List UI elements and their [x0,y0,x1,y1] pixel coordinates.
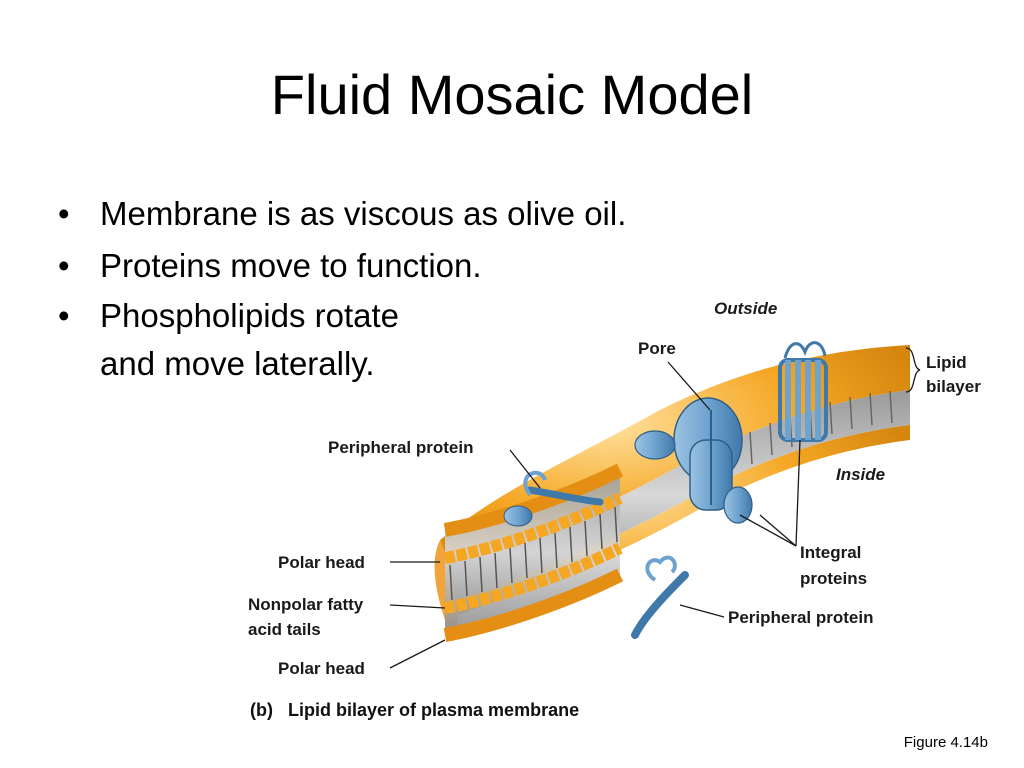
bullet-item: • Phospholipids rotate and move laterally. [58,292,626,388]
bullet-item: • Membrane is as viscous as olive oil. [58,188,626,240]
bullet-icon: • [58,247,70,284]
leader-lines [389,347,921,669]
inside-label: Inside [836,465,885,484]
slide-title: Fluid Mosaic Model [270,63,754,126]
outside-label: Outside [714,299,777,318]
figure-caption-letter: (b) [250,700,273,720]
peripheral-protein-bottom [631,555,689,639]
peripheral-protein-label-top: Peripheral protein [328,438,473,457]
peripheral-protein-label-bottom: Peripheral protein [728,608,873,627]
lipid-bilayer-label: Lipid [926,353,967,372]
bullet-item: • Proteins move to function. [58,240,626,292]
polar-head-label-bottom: Polar head [278,659,365,678]
bullet-text: Phospholipids rotate [100,297,400,334]
peripheral-protein-top [523,430,676,506]
bullet-text: Proteins move to function. [100,247,482,284]
figure-caption-text: Lipid bilayer of plasma membrane [288,700,579,720]
small-protein [503,505,533,527]
nonpolar-label: Nonpolar fatty [248,595,364,614]
pore-label: Pore [638,339,676,358]
membrane-surface [434,345,910,642]
integral-proteins-label: Integral [800,543,861,562]
membrane-diagram: Outside Pore Inside Lipid bilayer Periph… [248,299,981,720]
integral-proteins-label-2: proteins [800,569,867,588]
bullet-icon: • [58,297,70,334]
figure-reference: Figure 4.14b [903,734,988,751]
pore-protein [673,397,753,524]
integral-protein-helix [778,341,828,442]
lipid-bilayer-label-2: bilayer [926,377,981,396]
bullet-text: Membrane is as viscous as olive oil. [100,195,627,232]
bullet-list: • Membrane is as viscous as olive oil. • P… [58,188,626,388]
bullet-icon: • [58,195,70,232]
nonpolar-label-2: acid tails [248,620,321,639]
polar-head-label-top: Polar head [278,553,365,572]
bullet-text-continued: and move laterally. [100,345,375,382]
